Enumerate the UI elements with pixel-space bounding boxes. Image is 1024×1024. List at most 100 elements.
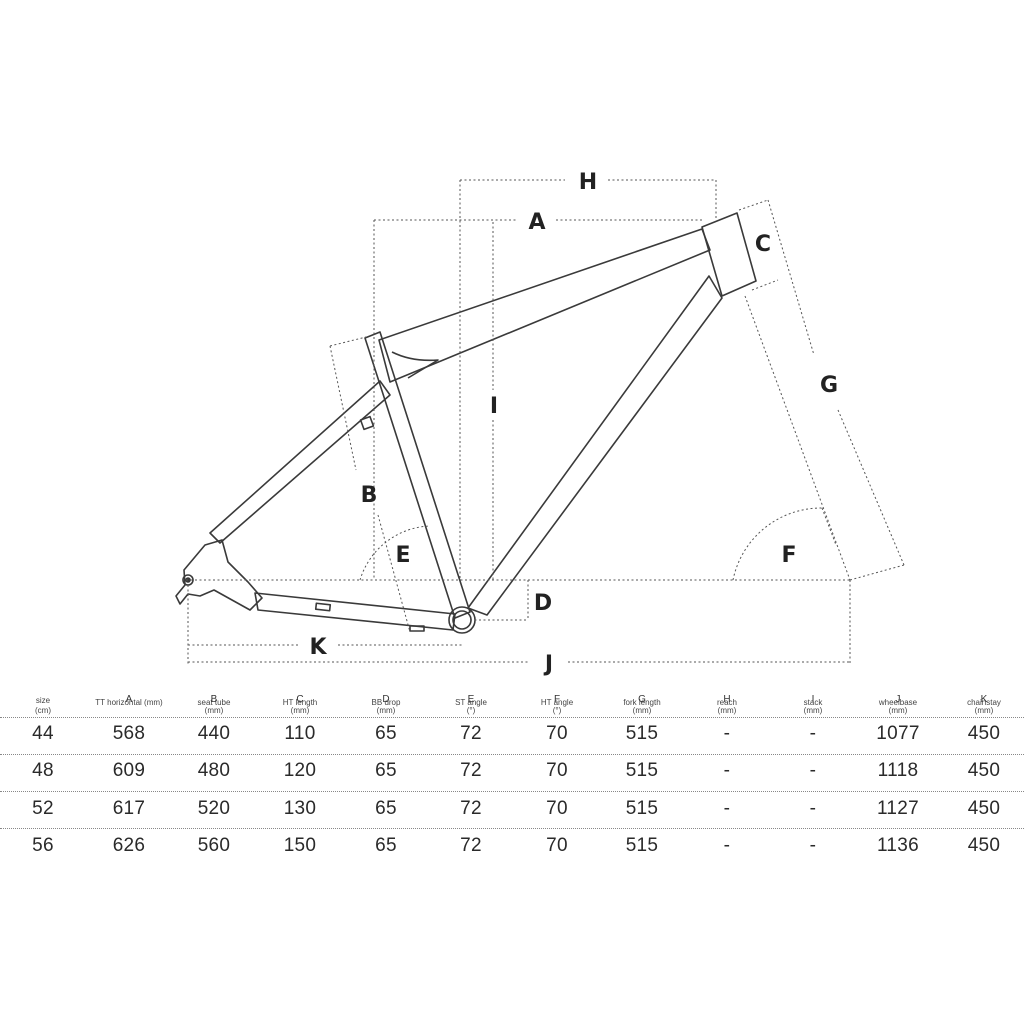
table-cell: 515	[625, 835, 659, 856]
table-cell: 480	[197, 760, 231, 781]
table-cell: 450	[967, 798, 1001, 819]
row-divider	[0, 717, 1024, 718]
table-cell: 1118	[877, 760, 919, 781]
table-cell: 450	[967, 835, 1001, 856]
column-header: stack	[803, 698, 823, 707]
table-cell: 150	[283, 835, 317, 856]
table-cell: 520	[197, 798, 231, 819]
table-cell: 626	[112, 835, 146, 856]
column-unit: (mm)	[290, 706, 310, 715]
column-letter: D	[382, 694, 390, 705]
table-cell: 70	[546, 835, 568, 856]
table-cell: 450	[967, 723, 1001, 744]
column-header: chainstay	[967, 698, 1001, 707]
column-unit: (mm)	[376, 706, 396, 715]
column-unit: (°)	[552, 706, 562, 715]
chain-stay	[254, 592, 456, 631]
table-cell: 72	[460, 723, 482, 744]
row-divider	[0, 791, 1024, 792]
table-cell: 120	[283, 760, 317, 781]
column-header: HT length	[282, 698, 318, 707]
table-cell: 1136	[876, 835, 920, 856]
table-cell: -	[809, 835, 817, 856]
table-cell: 568	[112, 723, 146, 744]
column-letter: F	[553, 694, 561, 705]
table-cell: 72	[460, 760, 482, 781]
table-cell: 65	[375, 835, 397, 856]
table-cell: 48	[32, 760, 54, 781]
row-divider	[0, 754, 1024, 755]
dim-label-e: E	[395, 543, 410, 568]
table-cell: -	[809, 760, 817, 781]
column-letter: J	[895, 694, 901, 705]
column-letter: E	[467, 694, 475, 705]
table-cell: -	[723, 760, 731, 781]
column-unit: (cm)	[35, 706, 51, 715]
table-cell: 515	[625, 760, 659, 781]
tube-gusset	[391, 351, 439, 379]
table-cell: 52	[32, 798, 54, 819]
column-unit: (mm)	[632, 706, 652, 715]
table-cell: -	[723, 835, 731, 856]
table-cell: 70	[546, 798, 568, 819]
column-header: fork length	[623, 698, 661, 707]
dim-label-b: B	[361, 483, 378, 508]
head-tube	[701, 212, 757, 297]
column-header: size	[35, 696, 51, 705]
table-cell: 1077	[876, 723, 920, 744]
column-header: reach	[716, 698, 737, 707]
column-letter: C	[296, 694, 304, 705]
table-cell: 110	[284, 723, 316, 744]
dim-label-f: F	[781, 543, 796, 568]
column-letter: G	[638, 694, 646, 705]
dim-label-a: A	[528, 210, 545, 235]
dim-label-d: D	[534, 591, 552, 616]
table-cell: 130	[283, 798, 317, 819]
column-header: TT horizontal (mm)	[95, 698, 163, 707]
table-cell: -	[809, 798, 817, 819]
table-cell: 72	[460, 798, 482, 819]
dim-label-j: J	[543, 652, 553, 677]
table-cell: 450	[967, 760, 1001, 781]
table-cell: -	[723, 723, 731, 744]
table-cell: 65	[375, 798, 397, 819]
table-cell: 1127	[876, 798, 920, 819]
column-letter: B	[210, 694, 218, 705]
column-header: HT angle	[540, 698, 574, 707]
table-cell: 65	[375, 760, 397, 781]
column-header: wheelbase	[878, 698, 918, 707]
column-letter: H	[723, 694, 731, 705]
table-cell: 56	[32, 835, 54, 856]
column-unit: (mm)	[717, 706, 737, 715]
table-cell: -	[723, 798, 731, 819]
column-letter: K	[980, 694, 988, 705]
top-tube	[378, 228, 711, 383]
table-cell: 617	[112, 798, 146, 819]
table-cell: -	[809, 723, 817, 744]
column-unit: (°)	[466, 706, 476, 715]
dim-label-i: I	[490, 394, 498, 419]
dim-label-c: C	[755, 232, 771, 257]
table-cell: 65	[375, 723, 397, 744]
table-cell: 70	[546, 723, 568, 744]
column-letter: A	[125, 694, 133, 705]
column-unit: (mm)	[803, 706, 823, 715]
rear-dropout	[175, 539, 263, 611]
dim-label-g: G	[820, 373, 838, 398]
column-unit: (mm)	[974, 706, 994, 715]
table-cell: 515	[625, 798, 659, 819]
dim-label-h: H	[579, 170, 597, 195]
table-cell: 440	[197, 723, 231, 744]
column-header: BB drop	[371, 698, 401, 707]
table-cell: 44	[32, 723, 54, 744]
column-header: ST angle	[455, 698, 487, 707]
column-letter: I	[811, 694, 815, 705]
column-unit: (mm)	[888, 706, 908, 715]
seat-stay	[209, 380, 391, 544]
table-cell: 560	[197, 835, 231, 856]
table-cell: 72	[460, 835, 482, 856]
down-tube	[467, 275, 723, 616]
dim-label-k: K	[309, 635, 327, 660]
column-unit: (mm)	[204, 706, 224, 715]
